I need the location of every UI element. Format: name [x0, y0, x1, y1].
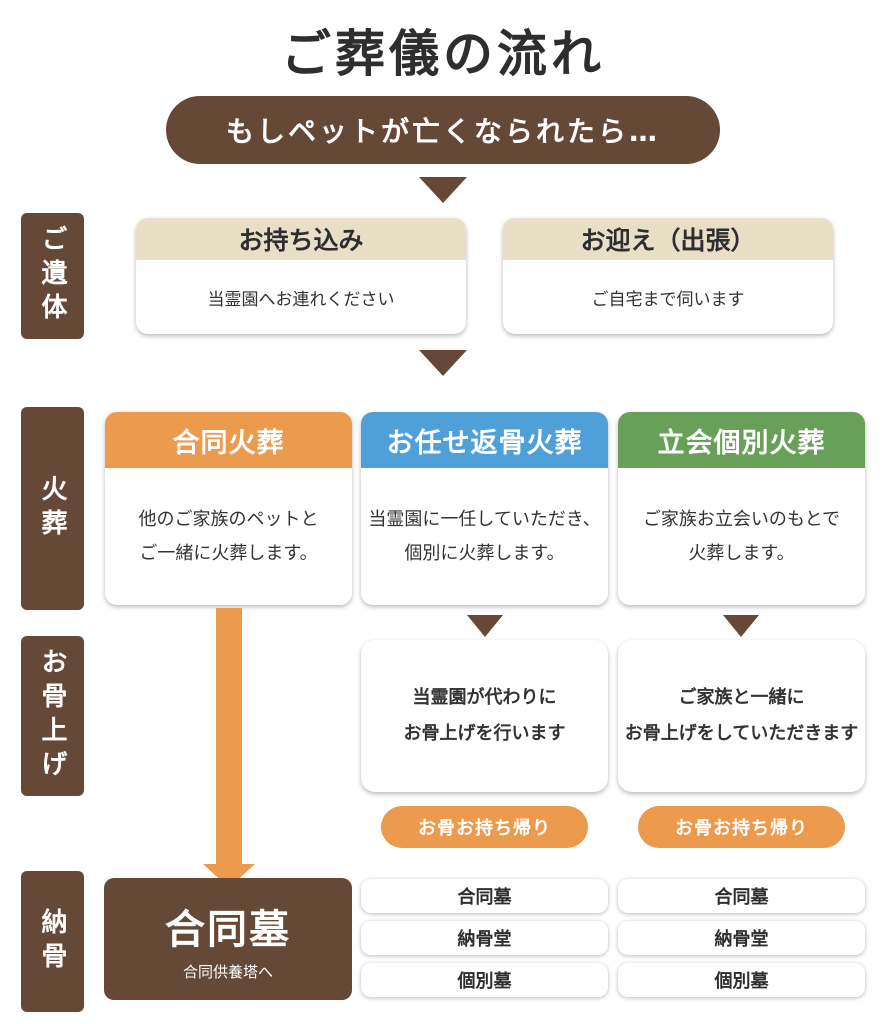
arrival-card-title: お迎え（出張）: [503, 218, 833, 260]
arrival-card-text: 当霊園へお連れください: [207, 289, 395, 310]
cremation-card-title: 立会個別火葬: [618, 412, 865, 468]
burial-option: 合同墓: [618, 879, 865, 913]
burial-option: 個別墓: [618, 963, 865, 997]
page-title: ご葬儀の流れ: [281, 25, 605, 83]
cremation-card-communal: 合同火葬 他のご家族のペットとご一緒に火葬します。: [105, 412, 352, 605]
cremation-card-text: 他のご家族のペットとご一緒に火葬します。: [138, 508, 319, 564]
cremation-card-entrust: お任せ返骨火葬 当霊園に一任していただき、個別に火葬します。: [361, 412, 608, 605]
cremation-card-attended: 立会個別火葬 ご家族お立会いのもとで火葬します。: [618, 412, 865, 605]
arrival-card-title: お持ち込み: [136, 218, 466, 260]
burial-option: 納骨堂: [361, 921, 608, 955]
down-arrow-icon: [467, 615, 503, 637]
communal-grave-title: 合同墓: [165, 906, 291, 953]
section-label-cremation: 火葬: [21, 407, 84, 610]
take-home-badge: お骨お持ち帰り: [638, 806, 845, 848]
communal-grave-box: 合同墓 合同供養塔へ: [104, 878, 352, 1000]
bone-pickup-text: ご家族と一緒にお骨上げをしていただきます: [624, 687, 859, 744]
down-arrow-icon: [419, 177, 467, 203]
down-arrow-icon: [723, 615, 759, 637]
cremation-card-text: 当霊園に一任していただき、個別に火葬します。: [368, 508, 601, 564]
burial-option: 納骨堂: [618, 921, 865, 955]
section-label-bones: お骨上げ: [21, 636, 84, 796]
bone-pickup-card-staff: 当霊園が代わりにお骨上げを行います: [361, 640, 608, 792]
burial-option: 合同墓: [361, 879, 608, 913]
cremation-card-title: お任せ返骨火葬: [361, 412, 608, 468]
section-label-body: ご遺体: [21, 213, 84, 339]
arrival-card-text: ご自宅まで伺います: [591, 289, 745, 310]
section-label-burial: 納骨: [21, 871, 84, 1012]
cremation-card-text: ご家族お立会いのもとで火葬します。: [642, 508, 841, 564]
bone-pickup-card-family: ご家族と一緒にお骨上げをしていただきます: [618, 640, 865, 792]
take-home-badge: お骨お持ち帰り: [381, 806, 588, 848]
arrival-card-bring: お持ち込み 当霊園へお連れください: [136, 218, 466, 334]
burial-option: 個別墓: [361, 963, 608, 997]
communal-flow-arrow-shaft: [216, 608, 242, 868]
intro-banner: もしペットが亡くなられたら…: [166, 96, 720, 164]
cremation-card-title: 合同火葬: [105, 412, 352, 468]
communal-grave-subtitle: 合同供養塔へ: [182, 962, 273, 981]
down-arrow-icon: [419, 350, 467, 376]
bone-pickup-text: 当霊園が代わりにお骨上げを行います: [403, 687, 566, 744]
arrival-card-pickup: お迎え（出張） ご自宅まで伺います: [503, 218, 833, 334]
